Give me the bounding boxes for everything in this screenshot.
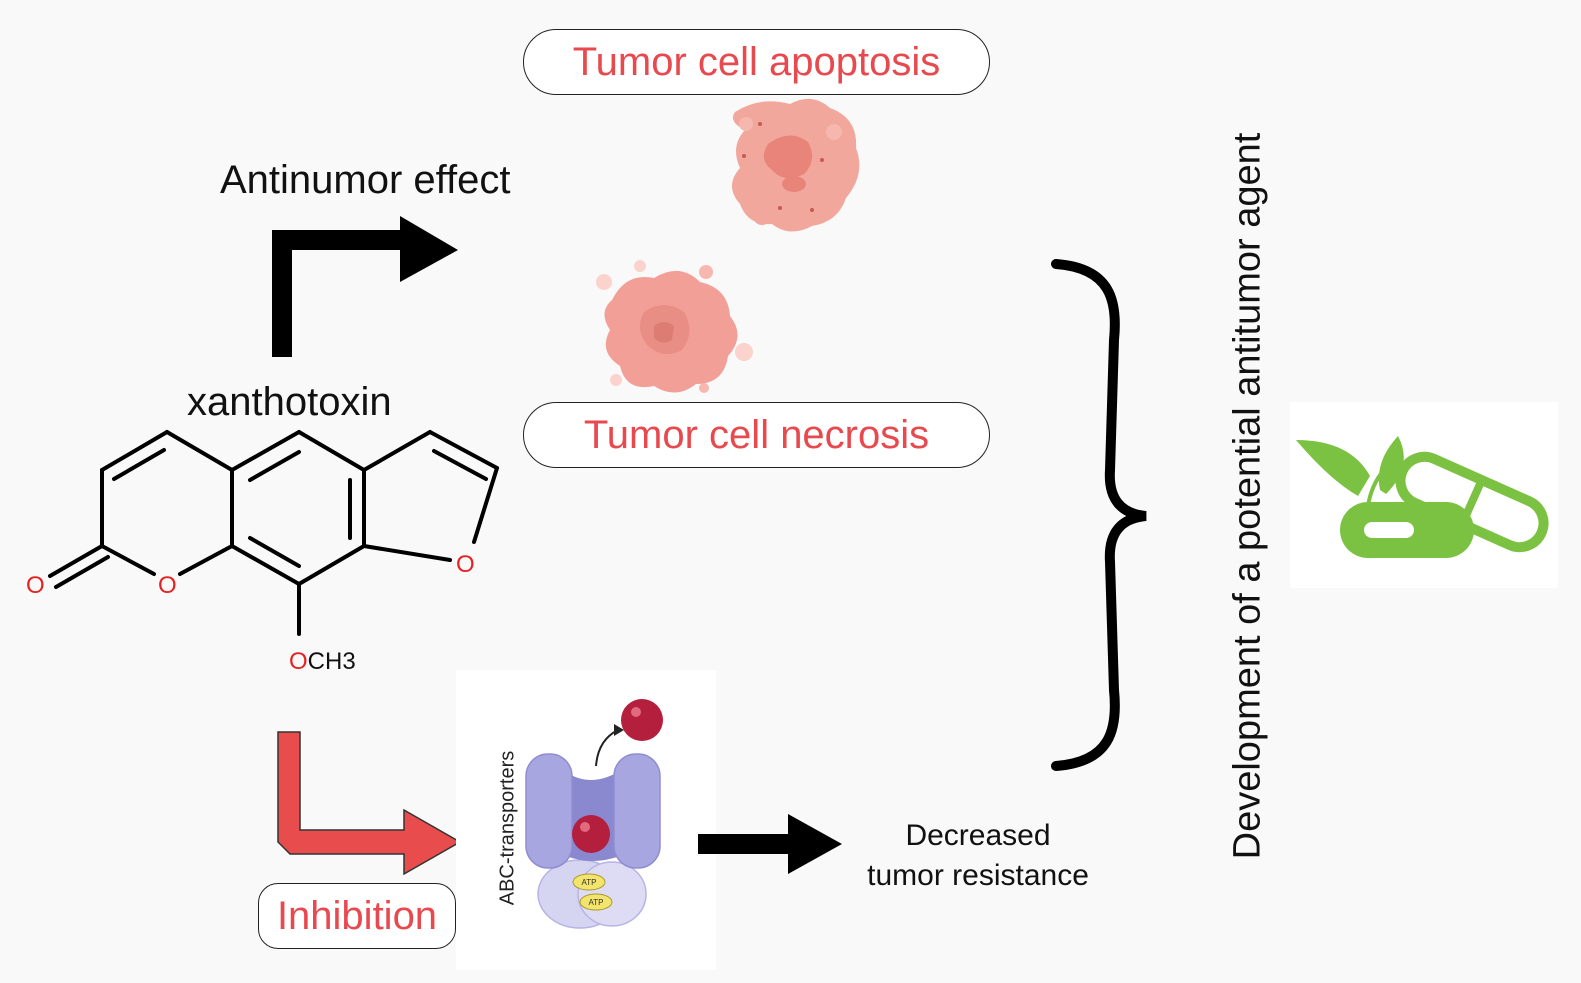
apoptosis-pill: Tumor cell apoptosis: [523, 29, 990, 95]
atp-label-2: ATP: [589, 898, 604, 907]
conclusion-label: Development of a potential antitumor age…: [1226, 132, 1269, 860]
methoxy-oxygen: O: [289, 648, 308, 675]
abc-transporter-icon: ATP ATP: [456, 670, 716, 970]
ring-oxygen: O: [158, 572, 177, 599]
drug-pill-leaf-icon: [1290, 402, 1558, 588]
xanthotoxin-structure: [48, 430, 499, 636]
methoxy-label: OCH3: [289, 650, 356, 674]
atp-label-1: ATP: [582, 878, 597, 887]
inhibition-label: Inhibition: [276, 893, 438, 938]
necrosis-label: Tumor cell necrosis: [583, 412, 930, 457]
compound-name: xanthotoxin: [187, 380, 392, 424]
resistance-arrow: [698, 814, 842, 874]
carbonyl-oxygen: O: [26, 572, 45, 599]
grouping-brace: [1051, 259, 1147, 771]
apoptosis-label: Tumor cell apoptosis: [572, 39, 941, 84]
methoxy-group: CH3: [307, 648, 356, 675]
outcome-line-2: tumor resistance: [867, 859, 1089, 892]
transporter-label: ABC-transporters: [496, 750, 519, 906]
inhibition-pill: Inhibition: [258, 883, 456, 949]
effect-label: Antinumor effect: [220, 158, 511, 202]
furan-oxygen: O: [456, 551, 475, 578]
apoptotic-cell-icon: [732, 98, 860, 232]
outcome-label: Decreased tumor resistance: [855, 816, 1101, 896]
necrosis-pill: Tumor cell necrosis: [523, 402, 990, 468]
necrotic-cell-icon: [596, 260, 753, 393]
antitumor-effect-arrow: [272, 216, 458, 357]
outcome-line-1: Decreased: [905, 819, 1051, 852]
inhibition-arrow: [277, 731, 462, 876]
